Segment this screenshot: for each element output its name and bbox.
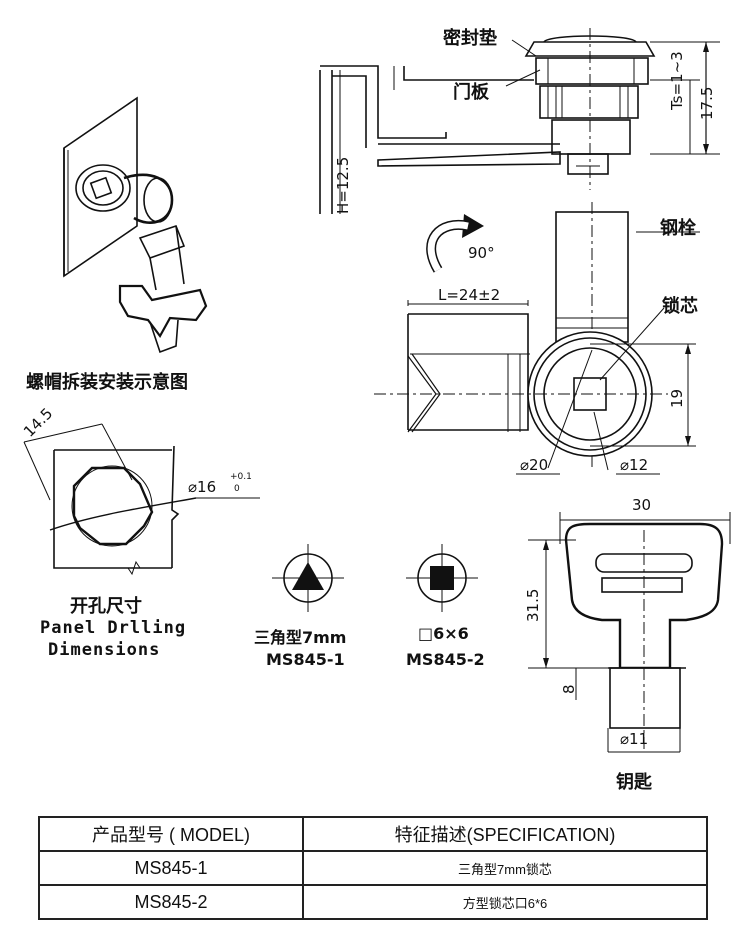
ts-dimension: Ts=1~3 <box>668 51 686 110</box>
hole-tolerance-lower: 0 <box>234 484 240 494</box>
square-core-symbol <box>406 544 478 612</box>
key-8-dimension: 8 <box>560 684 578 694</box>
hole-tolerance-upper: +0.1 <box>230 472 252 482</box>
front-view <box>374 202 700 475</box>
row-model: MS845-2 <box>38 884 304 920</box>
model-ms845-1-label: MS845-1 <box>266 650 345 669</box>
table-row: MS845-2 方型锁芯口6*6 <box>38 884 708 920</box>
cutout-cn-title: 开孔尺寸 <box>70 596 142 617</box>
side-section-view <box>319 28 720 214</box>
row-model: MS845-1 <box>38 850 304 886</box>
cutout-en-line1: Panel Drlling <box>40 618 187 638</box>
length-dimension: L=24±2 <box>438 286 501 304</box>
gasket-label: 密封垫 <box>443 28 497 49</box>
rotation-angle: 90° <box>468 244 495 262</box>
spec-table: 产品型号 ( MODEL) 特征描述(SPECIFICATION) MS845-… <box>38 816 708 920</box>
row-spec: 三角型7mm锁芯 <box>302 850 708 886</box>
triangle-core-symbol <box>272 544 344 612</box>
key-drawing <box>528 512 731 753</box>
header-model: 产品型号 ( MODEL) <box>38 816 304 852</box>
door-panel-label: 门板 <box>453 82 489 103</box>
triangle-core-label: 三角型7mm <box>254 628 347 647</box>
bolt-label: 钢栓 <box>660 218 696 239</box>
h-dimension: H=12.5 <box>334 156 352 214</box>
row-spec: 方型锁芯口6*6 <box>302 884 708 920</box>
table-header-row: 产品型号 ( MODEL) 特征描述(SPECIFICATION) <box>38 816 708 852</box>
table-row: MS845-1 三角型7mm锁芯 <box>38 850 708 886</box>
key-diameter-11-dimension: ⌀11 <box>620 730 649 748</box>
square-core-label: □6×6 <box>418 624 469 643</box>
install-caption: 螺帽拆装安装示意图 <box>26 372 188 393</box>
diameter-12-dimension: ⌀12 <box>620 456 649 474</box>
width-19-dimension: 19 <box>668 388 686 408</box>
isometric-install-sketch <box>63 96 208 354</box>
total-height-dimension: 17.5 <box>698 86 716 120</box>
key-label: 钥匙 <box>616 772 652 793</box>
rotation-arrow <box>426 214 484 273</box>
key-width-dimension: 30 <box>632 496 652 514</box>
panel-cutout-view <box>23 423 260 576</box>
model-ms845-2-label: MS845-2 <box>406 650 485 669</box>
lock-core-label: 锁芯 <box>662 296 698 317</box>
header-spec: 特征描述(SPECIFICATION) <box>302 816 708 852</box>
cutout-en-line2: Dimensions <box>48 640 161 660</box>
key-height-dimension: 31.5 <box>524 588 542 622</box>
hole-diameter-dimension: ⌀16 <box>188 478 217 496</box>
diameter-20-dimension: ⌀20 <box>520 456 549 474</box>
